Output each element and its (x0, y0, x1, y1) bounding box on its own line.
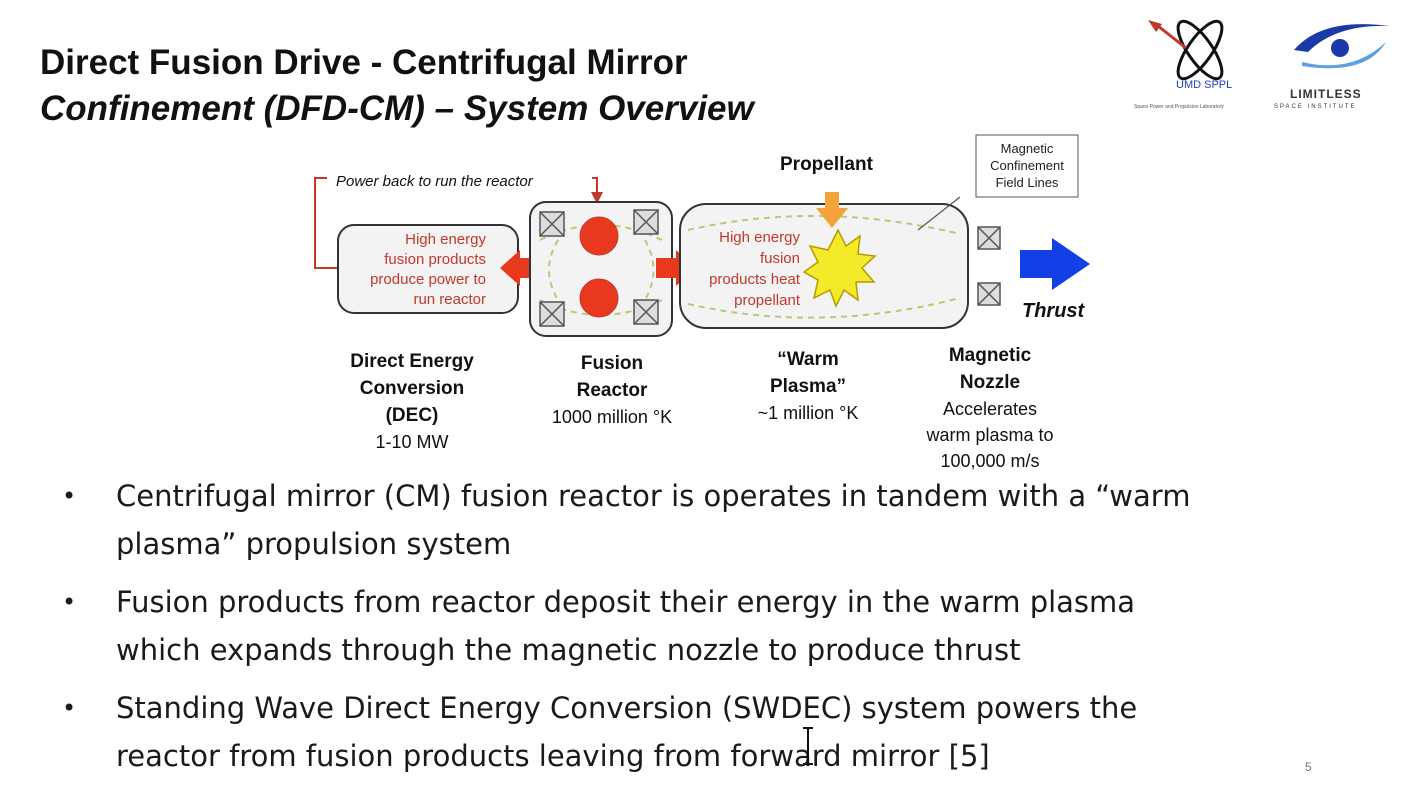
dec-label: Direct Energy Conversion (DEC) 1-10 MW (322, 348, 502, 455)
reactor-title-2: Reactor (576, 380, 648, 401)
propellant-arrow (816, 192, 848, 228)
bullet-dot: • (62, 694, 77, 722)
mag-callout-line-3: Field Lines (996, 175, 1059, 190)
mag-confinement-callout (975, 134, 1079, 198)
slide-title: Direct Fusion Drive - Centrifugal Mirror… (40, 40, 754, 132)
swoosh-icon (1294, 24, 1390, 69)
text-cursor-icon (803, 727, 813, 765)
dec-text-3: produce power to (370, 271, 486, 288)
nozzle-label: Magnetic Nozzle Accelerates warm plasma … (890, 342, 1090, 474)
reactor-temperature: 1000 million °K (551, 407, 673, 427)
warm-title-1: “Warm (777, 349, 839, 370)
power-feedback-line-right (591, 177, 603, 204)
bullet-list: • Centrifugal mirror (CM) fusion reactor… (60, 472, 1360, 790)
dec-title-3: (DEC) (385, 405, 439, 426)
bullet-3-line-2: reactor from fusion products leaving fro… (116, 739, 990, 773)
thrust-arrow (1020, 238, 1090, 290)
slide-title-line-1: Direct Fusion Drive - Centrifugal Mirror (40, 43, 688, 82)
dec-title-2: Conversion (359, 378, 465, 399)
dec-power: 1-10 MW (375, 432, 449, 452)
warm-title-2: Plasma” (769, 376, 847, 397)
propellant-label: Propellant (780, 154, 874, 175)
bullet-item: • Centrifugal mirror (CM) fusion reactor… (60, 472, 1360, 568)
dfd-system-diagram: Power back to run the reactor High energ… (314, 134, 1090, 337)
nozzle-title-1: Magnetic (948, 345, 1032, 366)
callout-pointer-line (917, 196, 961, 231)
reactor-title-1: Fusion (580, 353, 644, 374)
umd-sppl-logo: UMD SPPL Space Power and Propulsion Labo… (1134, 19, 1232, 110)
burst-star-icon (802, 228, 877, 308)
bullet-2-line-2: which expands through the magnetic nozzl… (116, 633, 1021, 667)
atom-rocket-icon (1148, 19, 1224, 81)
reactor-label: Fusion Reactor 1000 million °K (522, 350, 702, 430)
dec-box-text: High energy fusion products produce powe… (370, 231, 486, 308)
bullet-item: • Fusion products from reactor deposit t… (60, 578, 1360, 674)
limitless-sublabel: SPACE INSTITUTE (1274, 104, 1357, 110)
bullet-item: • Standing Wave Direct Energy Conversion… (60, 684, 1360, 780)
bullet-1-line-2: plasma” propulsion system (116, 527, 512, 561)
slide-title-line-2: Confinement (DFD-CM) – System Overview (40, 89, 754, 128)
umd-label: UMD SPPL (1176, 79, 1232, 91)
fusion-plasma-top-icon (579, 216, 619, 256)
plasma-text-1: High energy (719, 229, 800, 246)
bullet-dot: • (62, 588, 77, 616)
power-feedback-line (314, 177, 340, 269)
power-back-label: Power back to run the reactor (336, 173, 534, 190)
limitless-label: LIMITLESS (1290, 87, 1362, 101)
dec-text-2: fusion products (384, 251, 486, 268)
mag-callout-line-2: Confinement (990, 158, 1064, 173)
bullet-1-line-1: Centrifugal mirror (CM) fusion reactor i… (116, 479, 1191, 513)
dec-text-1: High energy (405, 231, 486, 248)
nozzle-desc-1: Accelerates (942, 399, 1038, 419)
coil-icons (539, 209, 1001, 327)
nozzle-desc-3: 100,000 m/s (940, 451, 1040, 471)
bullet-dot: • (62, 482, 77, 510)
dec-text-4: run reactor (413, 291, 486, 308)
plasma-text-3: products heat (709, 271, 801, 288)
bullet-3-line-1: Standing Wave Direct Energy Conversion (… (116, 691, 1138, 725)
thrust-label: Thrust (1022, 300, 1086, 322)
dec-title-1: Direct Energy (350, 351, 474, 372)
page-number: 5 (1305, 760, 1312, 774)
plasma-text-2: fusion (760, 250, 800, 267)
warm-temperature: ~1 million °K (757, 403, 859, 423)
warm-plasma-label: “Warm Plasma” ~1 million °K (718, 346, 898, 426)
umd-sublabel: Space Power and Propulsion Laboratory (1134, 104, 1224, 110)
fusion-plasma-bottom-icon (579, 278, 619, 318)
plasma-field-lines (687, 214, 961, 319)
bullet-2-line-1: Fusion products from reactor deposit the… (116, 585, 1136, 619)
mag-callout-line-1: Magnetic (1001, 141, 1054, 156)
nozzle-desc-2: warm plasma to (926, 425, 1054, 445)
nozzle-title-2: Nozzle (959, 372, 1021, 393)
plasma-text-4: propellant (734, 292, 801, 309)
plasma-box-text: High energy fusion products heat propell… (709, 229, 801, 309)
limitless-space-logo: LIMITLESS SPACE INSTITUTE (1274, 24, 1390, 110)
